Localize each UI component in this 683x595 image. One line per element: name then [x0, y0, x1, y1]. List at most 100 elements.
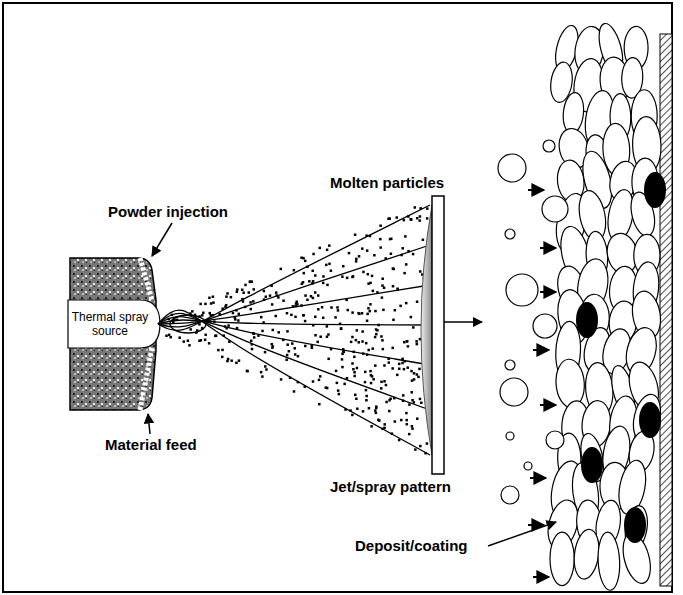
particle-dot: [355, 339, 358, 342]
particle-dot: [301, 283, 304, 286]
particle-dot: [419, 270, 422, 273]
particle-dot: [383, 423, 386, 426]
particle-dot: [358, 313, 361, 316]
particle-dot: [322, 275, 325, 278]
particle-dot: [253, 288, 256, 291]
particle-dot: [178, 336, 181, 339]
particle-dot: [294, 353, 297, 356]
particle-dot: [342, 348, 345, 351]
particle-dot: [378, 419, 381, 422]
particle-dot: [352, 368, 355, 371]
particle-dot: [249, 301, 252, 304]
particle-dot: [322, 317, 325, 320]
particle-dot: [418, 219, 421, 222]
particle-dot: [391, 347, 394, 350]
particle-dot: [365, 389, 368, 392]
particle-dot: [171, 314, 174, 317]
particle-dot: [312, 380, 315, 383]
particle-dot: [282, 339, 285, 342]
motion-arrow: [533, 576, 549, 578]
particle-dot: [214, 335, 217, 338]
particle-dot: [306, 299, 309, 302]
particle-dot: [300, 256, 303, 259]
particle-dot: [416, 343, 419, 346]
particle-dot: [201, 327, 204, 330]
particle-dot: [352, 275, 355, 278]
particle-dot: [342, 265, 345, 268]
particle-dot: [411, 427, 414, 430]
particle-dot: [265, 295, 268, 298]
particle-dot: [230, 296, 233, 299]
pore: [644, 172, 666, 208]
particle-dot: [289, 377, 292, 380]
particle-dot: [406, 423, 409, 426]
particle-dot: [341, 358, 344, 361]
particle-dot: [227, 358, 230, 361]
particle-dot: [314, 291, 317, 294]
particle-dot: [275, 291, 278, 294]
particle-dot: [312, 253, 315, 256]
leader-arrow: [148, 414, 150, 434]
pore: [639, 402, 661, 438]
motion-arrow: [540, 404, 556, 406]
motion-arrow: [530, 477, 546, 479]
particle-dot: [353, 356, 356, 359]
particle-dot: [295, 305, 298, 308]
particle-dot: [365, 234, 368, 237]
particle-dot: [405, 412, 408, 415]
particle-dot: [394, 420, 397, 423]
particle-dot: [357, 341, 360, 344]
splat: [561, 92, 585, 135]
particle-dot: [416, 300, 419, 303]
particle-dot: [224, 305, 227, 308]
particle-dot: [272, 329, 275, 332]
particle-dot: [228, 340, 231, 343]
particle-dot: [391, 432, 394, 435]
particle-dot: [385, 401, 388, 404]
particle-dot: [271, 303, 274, 306]
particle-dot: [290, 314, 293, 317]
particle-dot: [286, 312, 289, 315]
particle-dot: [353, 375, 356, 378]
particle-dot: [382, 309, 385, 312]
particle-dot: [366, 353, 369, 356]
particle-dot: [262, 321, 265, 324]
particle-dot: [253, 336, 256, 339]
particle-dot: [335, 370, 338, 373]
particle-dot: [354, 234, 357, 237]
particle-dot: [358, 255, 361, 258]
particle-dot: [406, 366, 409, 369]
particle-dot: [387, 217, 390, 220]
particle-dot: [419, 398, 422, 401]
particle-dot: [401, 362, 404, 365]
particle-dot: [252, 300, 255, 303]
particle-dot: [388, 361, 391, 364]
plume-line: [158, 285, 430, 324]
spray-lens: [421, 205, 432, 455]
particle-dot: [413, 372, 416, 375]
particle-dot: [317, 308, 320, 311]
spray-plume: [158, 205, 430, 455]
particle-dot: [293, 390, 296, 393]
particle-dot: [168, 334, 171, 337]
particle-dot: [380, 381, 383, 384]
particle-dot: [370, 382, 373, 385]
particle-dot: [419, 445, 422, 448]
substrate: [660, 34, 672, 586]
particle-dot: [365, 342, 368, 345]
particle-dot: [253, 332, 256, 335]
particle-dot: [374, 364, 377, 367]
particle-dot: [235, 362, 238, 365]
particle-dot: [270, 285, 273, 288]
particle-dot: [416, 217, 419, 220]
particle-dot: [348, 252, 351, 255]
particle-dot: [176, 319, 179, 322]
particle-dot: [347, 309, 350, 312]
particle-dot: [294, 316, 297, 319]
particle-dot: [204, 303, 207, 306]
particle-dot: [387, 358, 390, 361]
particle-dot: [236, 291, 239, 294]
particle-dot: [370, 425, 373, 428]
particle-dot: [286, 354, 289, 357]
